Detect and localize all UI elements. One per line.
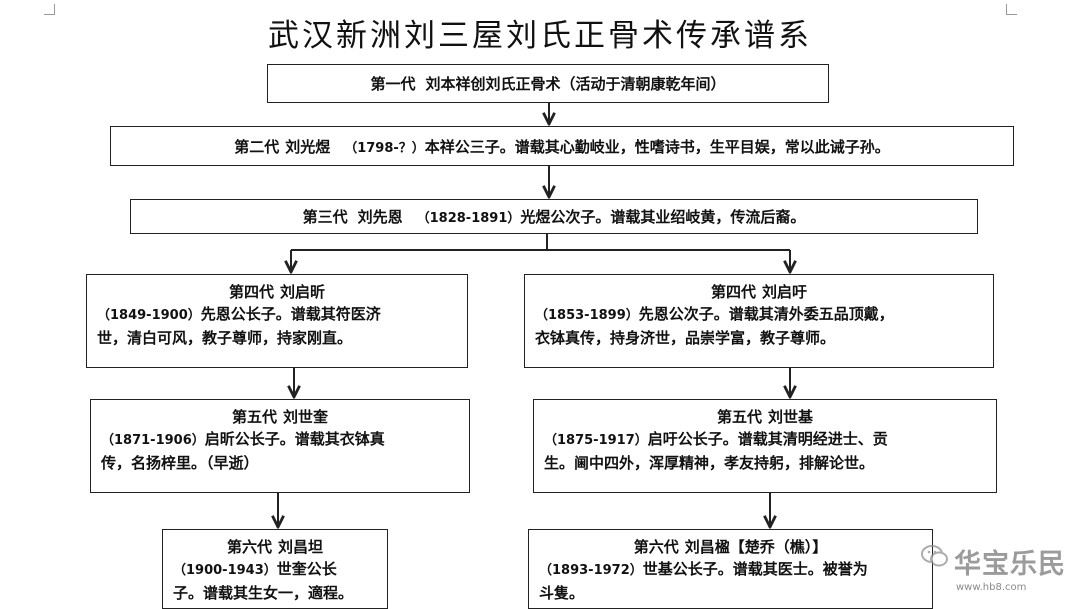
diagram-title: 武汉新洲刘三屋刘氏正骨术传承谱系 (268, 18, 812, 54)
gen1-name: 刘本祥创刘氏正骨术 (425, 75, 561, 93)
wechat-logo-icon (921, 545, 948, 567)
left-gen5-name: 刘世奎 (283, 408, 329, 426)
right-gen5-name: 刘世基 (768, 408, 814, 426)
right-gen4-line1: 先恩公次子。谱载其清外委五品顶戴， (638, 305, 894, 323)
gen3-desc: 光煜公次子。谱载其业绍岐黄，传流后裔。 (520, 208, 806, 226)
left-gen6-label: 第六代 (226, 538, 272, 556)
right-gen5-years: （1875-1917） (544, 433, 648, 448)
right-gen5-line1: 启吁公长子。谱载其清明经进士、贡 (647, 430, 888, 448)
left-gen4-line1: 先恩公长子。谱载其符医济 (200, 305, 381, 323)
right-gen4-box: 第四代刘启吁 （1853-1899）先恩公次子。谱载其清外委五品顶戴， 衣钵真传… (524, 274, 994, 368)
watermark-url: www.hb8.com (956, 582, 1027, 593)
right-gen5-line2: 生。阃中四外，浑厚精神，孝友持躬，排解论世。 (544, 454, 875, 472)
gen2-name: 刘光煜 (285, 137, 331, 156)
left-gen4-box: 第四代刘启昕 （1849-1900）先恩公长子。谱载其符医济 世，清白可风，教子… (86, 274, 468, 368)
gen3-years: （1828-1891） (416, 211, 521, 226)
gen3-name: 刘先恩 (357, 208, 403, 226)
right-gen4-line2: 衣钵真传，持身济世，品崇学富，教子尊师。 (535, 329, 836, 347)
right-gen6-line2: 斗隻。 (539, 584, 585, 602)
right-gen5-box: 第五代刘世基 （1875-1917）启吁公长子。谱载其清明经进士、贡 生。阃中四… (533, 399, 997, 493)
gen2-box: 第二代 刘光煜 （1798-？） 本祥公三子。谱载其心勤岐业，性嗜诗书，生平目娱… (110, 126, 1014, 166)
gen2-desc: 本祥公三子。谱载其心勤岐业，性嗜诗书，生平目娱，常以此诫子孙。 (424, 137, 890, 156)
right-gen6-label: 第六代 (633, 538, 679, 556)
left-gen6-line2: 子。谱载其生女一，適程。 (173, 584, 354, 602)
left-gen4-label: 第四代 (228, 283, 274, 301)
left-gen5-line1: 启昕公长子。谱载其衣钵真 (204, 430, 385, 448)
left-gen6-box: 第六代刘昌坦 （1900-1943）世奎公长 子。谱载其生女一，適程。 (162, 529, 388, 609)
left-gen5-line2: 传，名扬梓里。（早逝） (101, 454, 259, 472)
left-gen6-years: （1900-1943） (173, 563, 277, 578)
right-gen6-years: （1893-1972） (539, 563, 643, 578)
left-gen5-years: （1871-1906） (101, 433, 205, 448)
left-gen4-name: 刘启昕 (280, 283, 326, 301)
right-gen6-name: 刘昌楹【楚乔（樵）】 (684, 538, 828, 556)
gen2-label: 第二代 (234, 137, 280, 156)
right-gen4-label: 第四代 (710, 283, 756, 301)
right-gen6-box: 第六代刘昌楹【楚乔（樵）】 （1893-1972）世基公长子。谱载其医士。被誉为… (528, 529, 933, 609)
page-corner-mark-left (44, 4, 55, 15)
left-gen5-label: 第五代 (231, 408, 277, 426)
watermark-text: 华宝乐民 (954, 549, 1066, 580)
right-gen5-label: 第五代 (716, 408, 762, 426)
left-gen5-box: 第五代刘世奎 （1871-1906）启昕公长子。谱载其衣钵真 传，名扬梓里。（早… (90, 399, 470, 493)
left-gen4-years: （1849-1900） (97, 308, 201, 323)
right-gen4-name: 刘启吁 (762, 283, 808, 301)
right-gen6-line1: 世基公长子。谱载其医士。被誉为 (642, 560, 868, 578)
gen3-box: 第三代 刘先恩 （1828-1891） 光煜公次子。谱载其业绍岐黄，传流后裔。 (130, 199, 978, 234)
right-gen4-years: （1853-1899） (535, 308, 639, 323)
left-gen4-line2: 世，清白可风，教子尊师，持家刚直。 (97, 329, 353, 347)
gen2-years: （1798-？） (344, 140, 425, 156)
left-gen6-name: 刘昌坦 (278, 538, 324, 556)
gen1-box: 第一代 刘本祥创刘氏正骨术 （活动于清朝康乾年间） (267, 64, 829, 103)
gen1-label: 第一代 (370, 75, 416, 93)
page-corner-mark-right (1006, 4, 1017, 15)
gen1-note: （活动于清朝康乾年间） (560, 75, 726, 93)
gen3-label: 第三代 (302, 208, 348, 226)
left-gen6-line1: 世奎公长 (276, 560, 337, 578)
